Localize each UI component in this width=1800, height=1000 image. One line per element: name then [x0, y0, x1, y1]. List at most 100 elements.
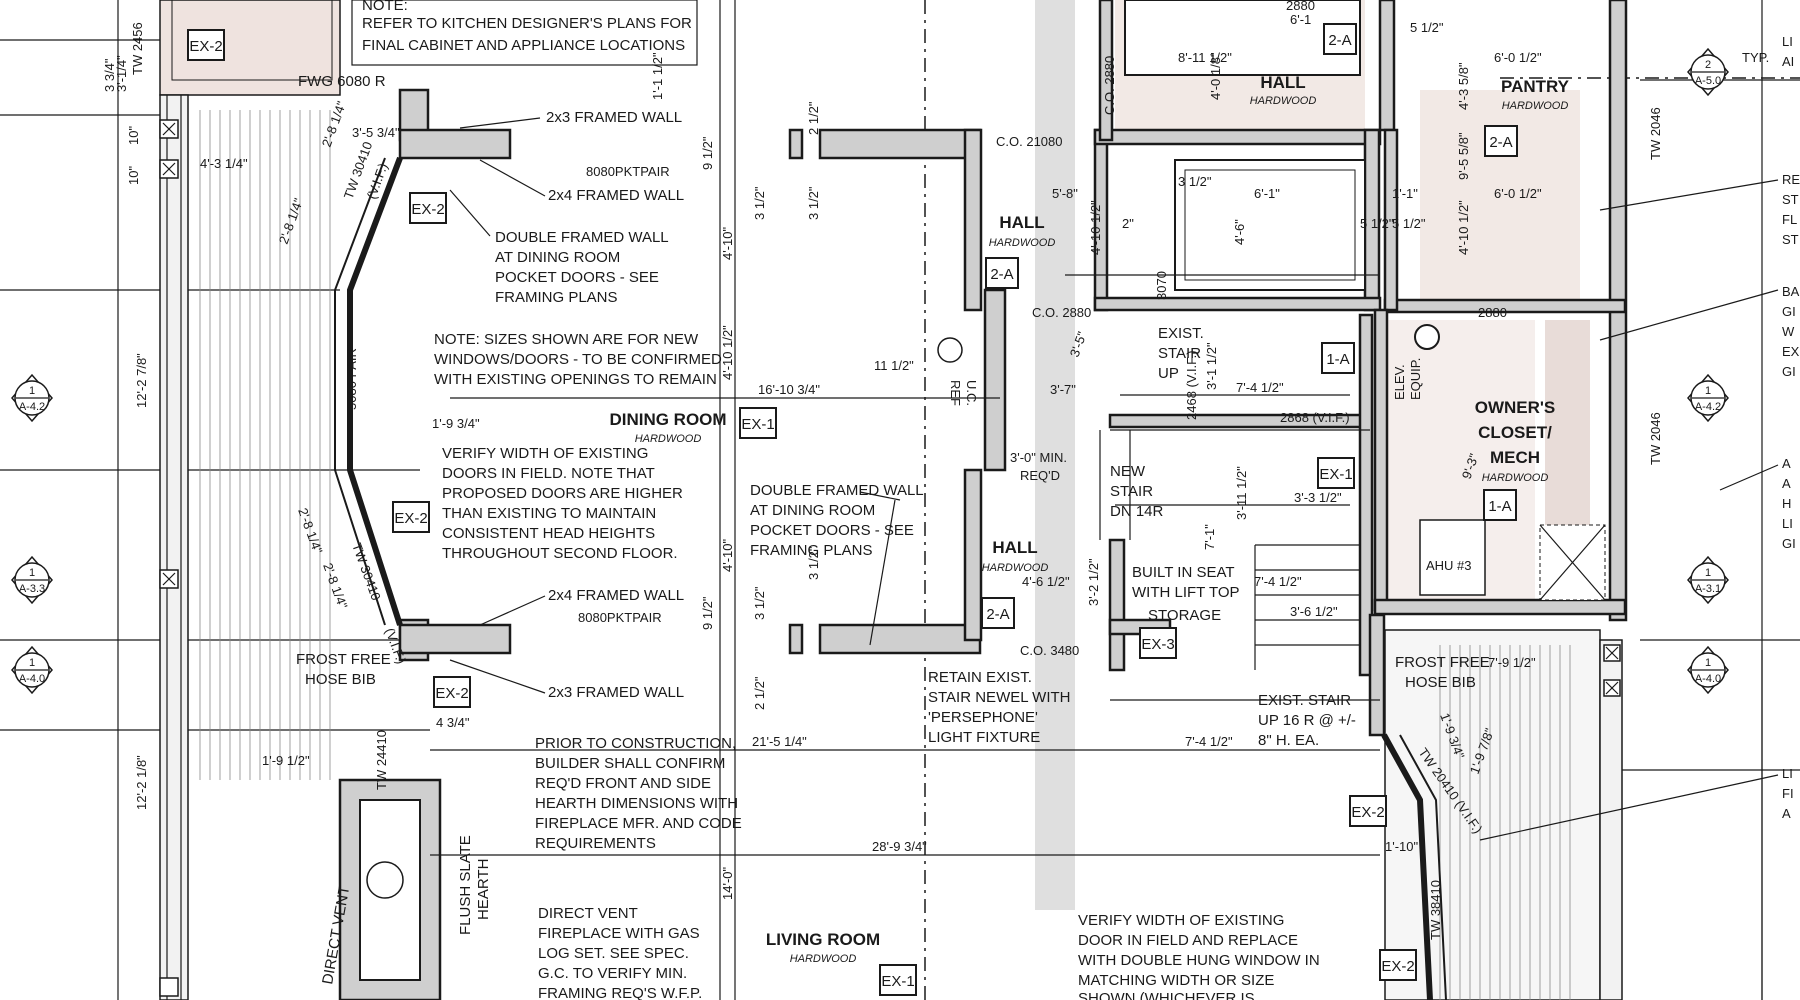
- tag-ex2-4[interactable]: EX-2: [433, 676, 471, 708]
- svg-text:2868 (V.I.F.): 2868 (V.I.F.): [1280, 410, 1350, 425]
- svg-text:EX-3: EX-3: [1141, 636, 1174, 653]
- svg-text:BUILT IN SEAT: BUILT IN SEAT: [1132, 564, 1235, 581]
- svg-text:TW 2456: TW 2456: [130, 22, 145, 75]
- tag-ex1-3[interactable]: EX-1: [879, 964, 917, 996]
- svg-text:4'-10": 4'-10": [720, 538, 735, 572]
- tag-2a-1[interactable]: 2-A: [1323, 23, 1357, 55]
- svg-text:CLOSET/: CLOSET/: [1478, 423, 1552, 442]
- svg-text:3 1/2": 3 1/2": [752, 586, 767, 620]
- svg-text:'PERSEPHONE': 'PERSEPHONE': [928, 709, 1038, 726]
- svg-text:FWG 6080 R: FWG 6080 R: [298, 73, 386, 90]
- svg-text:H: H: [1782, 496, 1791, 511]
- svg-text:2x4 FRAMED WALL: 2x4 FRAMED WALL: [548, 587, 684, 604]
- note-double-wall-top: DOUBLE FRAMED WALL AT DINING ROOM POCKET…: [495, 229, 669, 306]
- svg-text:HARDWOOD: HARDWOOD: [989, 237, 1056, 249]
- svg-text:MATCHING WIDTH OR SIZE: MATCHING WIDTH OR SIZE: [1078, 972, 1274, 989]
- svg-text:DIRECT VENT: DIRECT VENT: [538, 905, 638, 922]
- svg-text:TW 38410: TW 38410: [1428, 880, 1443, 940]
- dimension-lines: [430, 0, 1380, 1000]
- svg-text:10": 10": [126, 166, 141, 185]
- svg-text:3'-0" MIN.: 3'-0" MIN.: [1010, 450, 1067, 465]
- section-mark-left-1[interactable]: 1 A-4.2: [11, 373, 53, 423]
- note-uc-ref: U.C. REF: [948, 380, 979, 406]
- svg-text:2468 (V.I.F.): 2468 (V.I.F.): [1184, 350, 1199, 420]
- svg-text:HARDWOOD: HARDWOOD: [1482, 472, 1549, 484]
- note-newel: RETAIN EXIST. STAIR NEWEL WITH 'PERSEPHO…: [928, 669, 1071, 746]
- svg-text:HEARTH: HEARTH: [475, 859, 492, 920]
- svg-text:STAIR: STAIR: [1110, 483, 1153, 500]
- tag-ex3[interactable]: EX-3: [1139, 627, 1177, 659]
- svg-text:G.C. TO VERIFY MIN.: G.C. TO VERIFY MIN.: [538, 965, 687, 982]
- svg-text:4'-3 5/8": 4'-3 5/8": [1456, 62, 1471, 110]
- svg-text:6'-0 1/2": 6'-0 1/2": [1494, 186, 1542, 201]
- tag-ex1-2[interactable]: EX-1: [1317, 457, 1355, 489]
- svg-text:AT DINING ROOM: AT DINING ROOM: [495, 249, 620, 266]
- section-mark-right-4[interactable]: 1 A-4.0: [1687, 645, 1729, 695]
- svg-text:8" H. EA.: 8" H. EA.: [1258, 732, 1319, 749]
- svg-text:ELEV.: ELEV.: [1392, 364, 1407, 400]
- svg-text:3 1/2": 3 1/2": [752, 186, 767, 220]
- svg-text:EX-2: EX-2: [435, 685, 468, 702]
- svg-text:5 1/2": 5 1/2": [1392, 216, 1426, 231]
- svg-text:3 1/2": 3 1/2": [806, 546, 821, 580]
- svg-text:A: A: [1782, 456, 1791, 471]
- svg-text:REFER TO KITCHEN DESIGNER'S PL: REFER TO KITCHEN DESIGNER'S PLANS FOR: [362, 15, 692, 32]
- note-new-stair: NEW STAIR DN 14R: [1110, 463, 1164, 520]
- section-sheet: A-4.0: [1695, 673, 1721, 685]
- svg-text:POCKET DOORS - SEE: POCKET DOORS - SEE: [750, 522, 914, 539]
- tag-ex2-5[interactable]: EX-2: [1349, 795, 1387, 827]
- svg-text:3 1/2": 3 1/2": [806, 186, 821, 220]
- svg-text:LI: LI: [1782, 34, 1793, 49]
- svg-text:1'-10": 1'-10": [1385, 839, 1419, 854]
- section-num: 1: [29, 657, 35, 669]
- tag-1a-2[interactable]: 1-A: [1483, 489, 1517, 521]
- section-num: 2: [1705, 59, 1711, 71]
- tag-ex1-1[interactable]: EX-1: [739, 407, 777, 439]
- svg-text:HARDWOOD: HARDWOOD: [982, 562, 1049, 574]
- note-seat: BUILT IN SEAT WITH LIFT TOP STORAGE: [1132, 564, 1240, 624]
- tag-2a-4[interactable]: 2-A: [981, 597, 1015, 629]
- svg-text:16'-10 3/4": 16'-10 3/4": [758, 382, 820, 397]
- section-mark-right-1[interactable]: 2 A-5.0: [1687, 47, 1729, 97]
- hatched-band: [1035, 0, 1590, 910]
- tag-ex2-3[interactable]: EX-2: [392, 501, 430, 533]
- svg-text:DINING ROOM: DINING ROOM: [609, 410, 726, 429]
- section-num: 1: [1705, 385, 1711, 397]
- svg-text:2x4 FRAMED WALL: 2x4 FRAMED WALL: [548, 187, 684, 204]
- svg-text:DOUBLE FRAMED WALL: DOUBLE FRAMED WALL: [495, 229, 669, 246]
- svg-text:5 1/2": 5 1/2": [1410, 20, 1444, 35]
- svg-text:REQ'D: REQ'D: [1020, 468, 1060, 483]
- svg-text:STAIR: STAIR: [1158, 345, 1201, 362]
- svg-text:2'-8 1/4": 2'-8 1/4": [319, 99, 349, 149]
- svg-text:4'-10 1/2": 4'-10 1/2": [1456, 200, 1471, 255]
- svg-text:REF: REF: [948, 380, 963, 406]
- tag-1a-1[interactable]: 1-A: [1321, 342, 1355, 374]
- svg-text:9 1/2": 9 1/2": [700, 136, 715, 170]
- svg-text:GI: GI: [1782, 304, 1796, 319]
- svg-text:LI: LI: [1782, 516, 1793, 531]
- note-exist-stair-up: EXIST. STAIR UP: [1158, 325, 1204, 382]
- section-mark-left-2[interactable]: 1 A-3.3: [11, 555, 53, 605]
- tag-ex2-6[interactable]: EX-2: [1379, 949, 1417, 981]
- typ-label: TYP.: [1742, 50, 1769, 65]
- tag-2a-2[interactable]: 2-A: [1484, 125, 1518, 157]
- dimension-text: 3 3/4" 3'-1/4" 10" 10" 4'-3 1/4" 2'-8 1/…: [102, 12, 1542, 900]
- note-exist-stair-low: EXIST. STAIR UP 16 R @ +/- 8" H. EA.: [1258, 692, 1356, 749]
- tag-ex2-1[interactable]: EX-2: [187, 29, 225, 61]
- section-mark-right-3[interactable]: 1 A-3.1: [1687, 555, 1729, 605]
- svg-text:C.O. 2880: C.O. 2880: [1032, 305, 1091, 320]
- svg-text:4'-10 1/2": 4'-10 1/2": [1088, 200, 1103, 255]
- svg-text:5080 PAIR: 5080 PAIR: [344, 348, 359, 410]
- tag-2a-3[interactable]: 2-A: [985, 257, 1019, 289]
- svg-text:AI: AI: [1782, 54, 1794, 69]
- section-mark-right-2[interactable]: 1 A-4.2: [1687, 373, 1729, 423]
- svg-text:7'-4 1/2": 7'-4 1/2": [1254, 574, 1302, 589]
- svg-text:UP: UP: [1158, 365, 1179, 382]
- svg-text:FRAMING REQ'S W.F.P.: FRAMING REQ'S W.F.P.: [538, 985, 702, 1000]
- section-mark-left-3[interactable]: 1 A-4.0: [11, 645, 53, 695]
- tag-ex2-2[interactable]: EX-2: [409, 192, 447, 224]
- svg-text:SHOWN (WHICHEVER IS: SHOWN (WHICHEVER IS: [1078, 990, 1255, 1000]
- svg-text:6'-1": 6'-1": [1254, 186, 1280, 201]
- svg-text:DOUBLE FRAMED WALL: DOUBLE FRAMED WALL: [750, 482, 924, 499]
